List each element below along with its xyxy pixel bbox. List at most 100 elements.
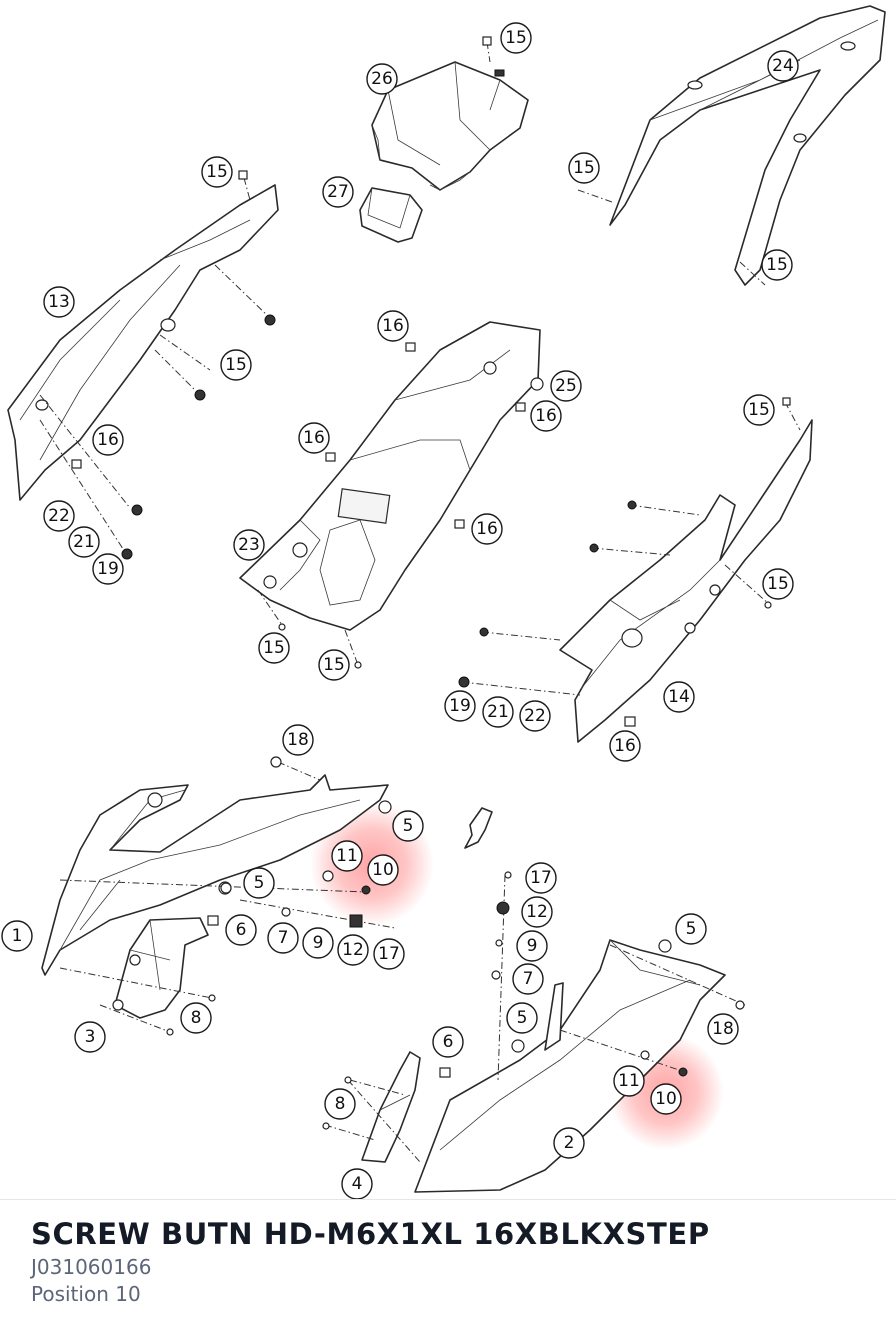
- svg-text:3: 3: [85, 1027, 96, 1047]
- callout-11a[interactable]: 11: [331, 840, 363, 872]
- callout-16a[interactable]: 16: [92, 424, 124, 456]
- callout-15a[interactable]: 15: [500, 22, 532, 54]
- svg-text:16: 16: [614, 736, 636, 756]
- callout-16e[interactable]: 16: [471, 513, 503, 545]
- svg-text:4: 4: [352, 1174, 363, 1194]
- svg-text:5: 5: [403, 816, 414, 836]
- callout-11b[interactable]: 11: [613, 1065, 645, 1097]
- svg-text:19: 19: [449, 696, 471, 716]
- svg-text:15: 15: [573, 158, 595, 178]
- svg-text:5: 5: [686, 919, 697, 939]
- callout-23[interactable]: 23: [233, 529, 265, 561]
- callout-19a[interactable]: 19: [92, 553, 124, 585]
- svg-text:6: 6: [236, 920, 247, 940]
- callout-16b[interactable]: 16: [377, 310, 409, 342]
- svg-text:16: 16: [97, 430, 119, 450]
- callout-15g[interactable]: 15: [762, 568, 794, 600]
- svg-text:27: 27: [327, 182, 349, 202]
- callout-22b[interactable]: 22: [519, 700, 551, 732]
- part-name: SCREW BUTN HD-M6X1XL 16XBLKXSTEP: [31, 1217, 710, 1251]
- svg-text:9: 9: [313, 933, 324, 953]
- callout-8a[interactable]: 8: [180, 1002, 212, 1034]
- svg-text:23: 23: [238, 535, 260, 555]
- callout-10b-highlighted[interactable]: 10: [650, 1083, 682, 1115]
- callout-5c[interactable]: 5: [675, 913, 707, 945]
- svg-text:11: 11: [618, 1071, 640, 1091]
- callout-5b[interactable]: 5: [243, 867, 275, 899]
- callout-7a[interactable]: 7: [267, 922, 299, 954]
- svg-text:19: 19: [97, 559, 119, 579]
- svg-text:16: 16: [303, 428, 325, 448]
- callout-8b[interactable]: 8: [324, 1088, 356, 1120]
- svg-text:18: 18: [712, 1019, 734, 1039]
- callout-27[interactable]: 27: [322, 176, 354, 208]
- svg-text:13: 13: [48, 292, 70, 312]
- callout-15f[interactable]: 15: [743, 394, 775, 426]
- callout-9a[interactable]: 9: [302, 927, 334, 959]
- svg-text:8: 8: [335, 1094, 346, 1114]
- svg-text:16: 16: [382, 316, 404, 336]
- callout-5d[interactable]: 5: [506, 1002, 538, 1034]
- callout-12a[interactable]: 12: [521, 896, 553, 928]
- callout-21b[interactable]: 21: [482, 696, 514, 728]
- callout-19b[interactable]: 19: [444, 690, 476, 722]
- callout-18b[interactable]: 18: [707, 1013, 739, 1045]
- hook-clip: [464, 807, 493, 849]
- callout-18a[interactable]: 18: [282, 724, 314, 756]
- part-23-rear-undertray: [239, 321, 541, 631]
- exploded-parts-diagram: 15 26 27 24 15 15 15 13 15 16 22 21 19 1…: [1, 5, 886, 1200]
- svg-text:25: 25: [555, 376, 577, 396]
- svg-text:10: 10: [655, 1089, 677, 1109]
- callout-16c[interactable]: 16: [530, 400, 562, 432]
- part-4-lower-bracket: [361, 1051, 421, 1163]
- svg-text:8: 8: [191, 1008, 202, 1028]
- svg-text:7: 7: [278, 928, 289, 948]
- callout-6b[interactable]: 6: [432, 1026, 464, 1058]
- callout-17b[interactable]: 17: [373, 938, 405, 970]
- svg-text:1: 1: [12, 926, 23, 946]
- callout-10a-highlighted[interactable]: 10: [367, 854, 399, 886]
- callout-17a[interactable]: 17: [525, 862, 557, 894]
- part-27-cover: [359, 187, 423, 243]
- svg-text:12: 12: [526, 902, 548, 922]
- svg-text:12: 12: [342, 940, 364, 960]
- callout-15i[interactable]: 15: [318, 649, 350, 681]
- callout-16d[interactable]: 16: [298, 422, 330, 454]
- svg-text:14: 14: [668, 687, 690, 707]
- svg-text:15: 15: [748, 400, 770, 420]
- svg-text:11: 11: [336, 846, 358, 866]
- callout-7b[interactable]: 7: [512, 963, 544, 995]
- callout-4[interactable]: 4: [341, 1168, 373, 1200]
- svg-text:5: 5: [254, 873, 265, 893]
- callout-24[interactable]: 24: [767, 50, 799, 82]
- callout-21a[interactable]: 21: [68, 526, 100, 558]
- svg-text:15: 15: [767, 574, 789, 594]
- svg-text:26: 26: [371, 69, 393, 89]
- callout-13[interactable]: 13: [43, 286, 75, 318]
- svg-text:15: 15: [263, 638, 285, 658]
- callout-15c[interactable]: 15: [761, 249, 793, 281]
- svg-text:21: 21: [487, 702, 509, 722]
- callout-12b[interactable]: 12: [337, 934, 369, 966]
- callout-15b[interactable]: 15: [568, 152, 600, 184]
- callout-2[interactable]: 2: [553, 1127, 585, 1159]
- callout-25[interactable]: 25: [550, 370, 582, 402]
- callout-3[interactable]: 3: [74, 1021, 106, 1053]
- svg-text:24: 24: [772, 56, 794, 76]
- svg-text:15: 15: [505, 28, 527, 48]
- callout-14[interactable]: 14: [663, 681, 695, 713]
- callout-15e[interactable]: 15: [220, 349, 252, 381]
- part-26-storage-tray: [371, 61, 529, 191]
- callout-9b[interactable]: 9: [516, 930, 548, 962]
- callout-15d[interactable]: 15: [201, 156, 233, 188]
- callout-26[interactable]: 26: [366, 63, 398, 95]
- callout-16f[interactable]: 16: [609, 730, 641, 762]
- svg-text:17: 17: [378, 944, 400, 964]
- part-info-panel: SCREW BUTN HD-M6X1XL 16XBLKXSTEP J031060…: [31, 1214, 871, 1308]
- callout-5a[interactable]: 5: [392, 810, 424, 842]
- callout-1[interactable]: 1: [1, 920, 33, 952]
- callout-22a[interactable]: 22: [43, 500, 75, 532]
- svg-text:5: 5: [517, 1008, 528, 1028]
- callout-6a[interactable]: 6: [225, 914, 257, 946]
- callout-15h[interactable]: 15: [258, 632, 290, 664]
